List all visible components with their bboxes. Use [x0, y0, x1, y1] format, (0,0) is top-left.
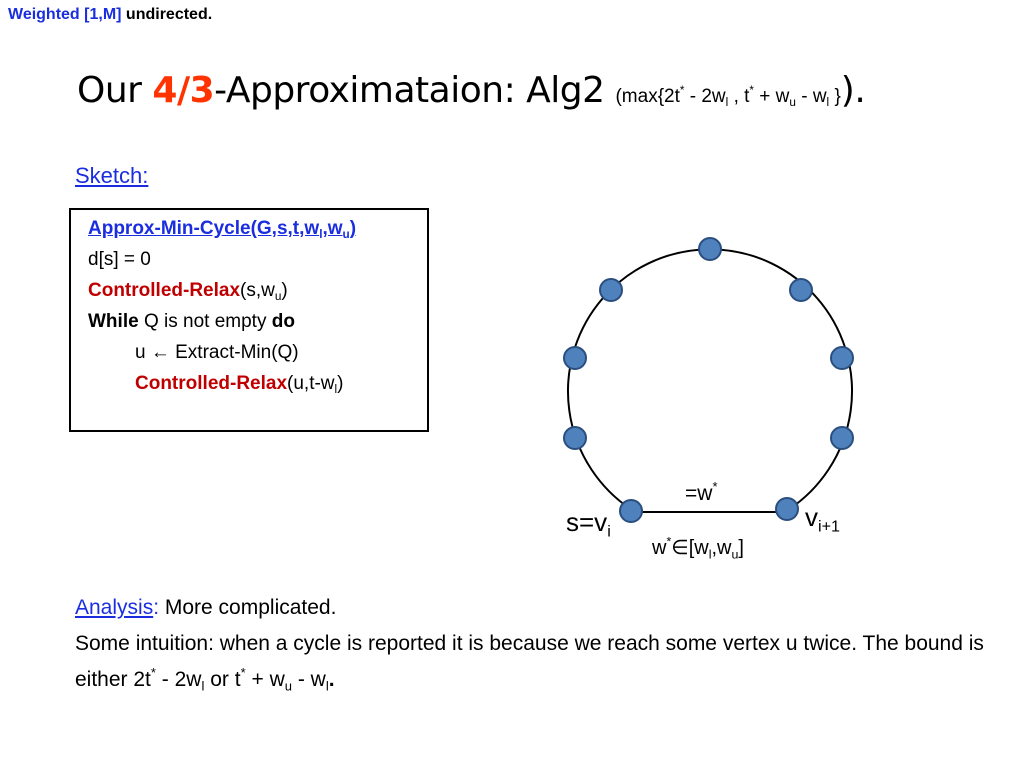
corner-label: Weighted [1,M] undirected. [8, 6, 212, 24]
cycle-node [563, 346, 587, 370]
algorithm-name-text: Approx-Min-Cycle(G,s,t,w [88, 218, 320, 239]
next-node-label: vi+1 [805, 502, 840, 536]
title-post: -Approximataion: Alg2 [214, 70, 616, 111]
range-comma: ,w [711, 537, 732, 559]
algorithm-sub-u: u [342, 228, 350, 242]
algorithm-line-while: While Q is not empty do [88, 311, 295, 333]
title-f4: + w [754, 86, 790, 107]
corner-label-undirected: undirected. [121, 6, 213, 23]
algorithm-sub-l: l [319, 228, 323, 242]
title-f6: } [829, 86, 841, 107]
edge-weight-star: * [712, 478, 718, 494]
relax-sub-u: u [274, 290, 282, 304]
algorithm-line-relax-2: Controlled-Relax(u,t-wl) [135, 373, 343, 395]
weight-range-label: w*∈[wl,wu] [652, 535, 744, 560]
algorithm-box: Approx-Min-Cycle(G,s,t,wl,wu) d[s] = 0 C… [69, 208, 429, 432]
cycle-node [830, 426, 854, 450]
algorithm-line-relax-1: Controlled-Relax(s,wu) [88, 280, 288, 302]
cycle-diagram [563, 237, 854, 523]
cycle-node [789, 278, 813, 302]
range-in: ∈[w [671, 537, 709, 559]
range-sub-l: l [708, 547, 712, 562]
analysis-sub-u: u [284, 678, 293, 694]
analysis-star-1: * [150, 664, 156, 680]
analysis-section: Analysis: More complicated. Some intuiti… [75, 590, 1005, 698]
analysis-sub-l-2: l [325, 678, 329, 694]
range-star: * [666, 534, 672, 549]
title-sub-u: u [789, 96, 796, 110]
cycle-node-v [775, 497, 799, 521]
corner-label-weighted: Weighted [1,M] [8, 6, 122, 23]
algorithm-name-sep: ,w [322, 218, 343, 239]
algorithm-name: Approx-Min-Cycle(G,s,t,wl,wu) [88, 218, 357, 242]
algorithm-line-init: d[s] = 0 [88, 249, 151, 270]
title-pre: Our [77, 70, 153, 111]
relax-fn-1: Controlled-Relax [88, 280, 241, 301]
next-node-sub: i+1 [818, 517, 840, 536]
relax-sub-l: l [334, 383, 338, 397]
analysis-text-5: + w [245, 668, 285, 691]
relax-args-1: (s,w [240, 280, 275, 301]
title-paren-open: ( [615, 86, 622, 107]
cycle-node [698, 237, 722, 261]
relax-close-2: ) [337, 373, 344, 394]
relax-args-2: (u,t-w [287, 373, 335, 394]
range-close: ] [738, 537, 744, 559]
title-f2: - 2w [684, 86, 726, 107]
analysis-heading: Analysis [75, 596, 154, 619]
edge-weight-label: =w* [685, 478, 718, 506]
title-ratio: 4/3 [152, 70, 215, 111]
relax-close-1: ) [281, 280, 288, 301]
do-keyword: do [271, 311, 295, 332]
title-f1: max{2t [621, 86, 680, 107]
title-paren-close: ). [840, 70, 866, 111]
source-node-text: s=v [566, 507, 608, 537]
analysis-summary: More complicated. [159, 596, 337, 619]
while-keyword: While [88, 311, 139, 332]
title-sub-l-1: l [725, 96, 729, 110]
cycle-node [563, 426, 587, 450]
analysis-text-2: Some intuition: when a cycle is reported… [75, 632, 984, 691]
analysis-period: . [328, 668, 335, 691]
title-sub-l-2: l [826, 96, 830, 110]
while-condition: Q is not empty [138, 311, 272, 332]
sketch-label: Sketch: [75, 163, 149, 188]
cycle-node-s [619, 499, 643, 523]
title-star-1: * [679, 83, 685, 97]
title-star-2: * [749, 83, 755, 97]
analysis-text-3: - 2w [155, 668, 202, 691]
title-formula: (max{2t* - 2wl , t* + wu - wl } [615, 83, 841, 110]
analysis-star-2: * [240, 664, 246, 680]
analysis-text-6: - w [292, 668, 326, 691]
cycle-node [599, 278, 623, 302]
range-sub-u: u [731, 547, 739, 562]
analysis-colon: : [153, 596, 160, 619]
source-node-sub: i [607, 522, 611, 541]
analysis-sub-l-1: l [201, 678, 205, 694]
range-w: w [652, 537, 667, 559]
analysis-text-4: or t [204, 668, 241, 691]
relax-fn-2: Controlled-Relax [135, 373, 288, 394]
algorithm-line-extract: u ← Extract-Min(Q) [135, 342, 299, 363]
cycle-node [830, 346, 854, 370]
analysis-body: Some intuition: when a cycle is reported… [75, 626, 1005, 698]
analysis-heading-line: Analysis: More complicated. [75, 590, 1005, 626]
edge-weight-text: =w [685, 482, 713, 505]
algorithm-name-close: ) [349, 218, 357, 239]
next-node-text: v [805, 502, 818, 532]
algorithm-header: Approx-Min-Cycle(G,s,t,wl,wu) [88, 218, 356, 240]
source-node-label: s=vi [566, 507, 611, 541]
title-f5: - w [795, 86, 827, 107]
title-f3: , t [728, 86, 750, 107]
slide-title: Our 4/3-Approximataion: Alg2 (max{2t* - … [77, 70, 866, 111]
